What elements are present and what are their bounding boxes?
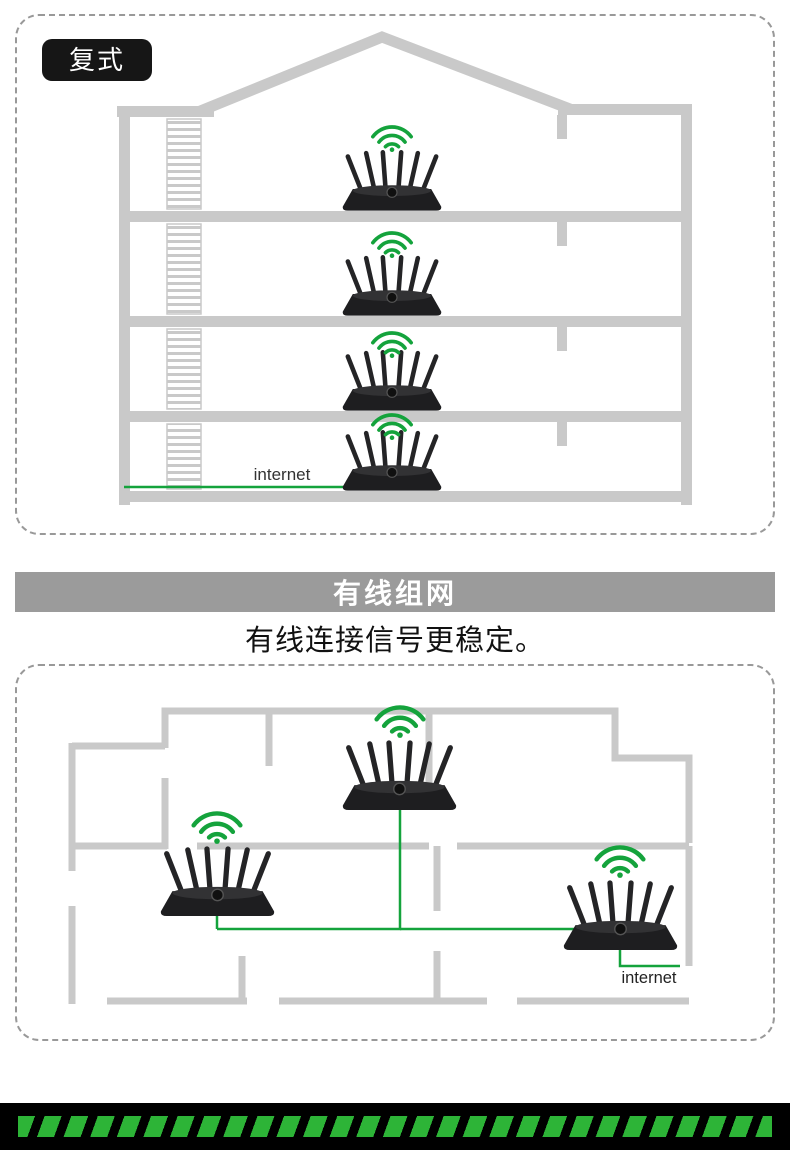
router-icon bbox=[343, 743, 456, 810]
duplex-diagram-panel: 复式 bbox=[15, 14, 775, 535]
section-banner: 有线组网 bbox=[15, 572, 775, 612]
router-icon bbox=[343, 257, 442, 315]
section-banner-title: 有线组网 bbox=[332, 578, 457, 609]
router-icon bbox=[161, 849, 274, 916]
green-stripes bbox=[18, 1116, 772, 1137]
floorplan-diagram: internet bbox=[68, 666, 693, 1005]
wifi-signal-icon bbox=[194, 813, 241, 843]
duplex-tag-label: 复式 bbox=[69, 45, 126, 75]
wifi-signal-icon bbox=[371, 125, 413, 152]
wifi-signal-icon bbox=[371, 331, 413, 358]
floorplan-panel: internet bbox=[15, 664, 775, 1041]
duplex-tag: 复式 bbox=[42, 39, 153, 81]
router-icon bbox=[564, 883, 677, 950]
internet-label: internet bbox=[254, 465, 311, 484]
router-icon bbox=[343, 152, 442, 210]
wifi-signal-icon bbox=[371, 231, 413, 258]
duplex-house-diagram: internet bbox=[117, 31, 692, 505]
staircase bbox=[166, 118, 202, 490]
floorplan-walls bbox=[68, 707, 693, 1005]
internet-label: internet bbox=[621, 969, 676, 987]
router-icon bbox=[343, 432, 442, 490]
wifi-signal-icon bbox=[597, 847, 644, 877]
router-icon bbox=[343, 352, 442, 410]
house-walls bbox=[117, 104, 692, 505]
roof bbox=[195, 31, 572, 118]
hazard-stripe-bar bbox=[0, 1103, 790, 1150]
section-subtitle: 有线连接信号更稳定。 bbox=[244, 625, 545, 657]
